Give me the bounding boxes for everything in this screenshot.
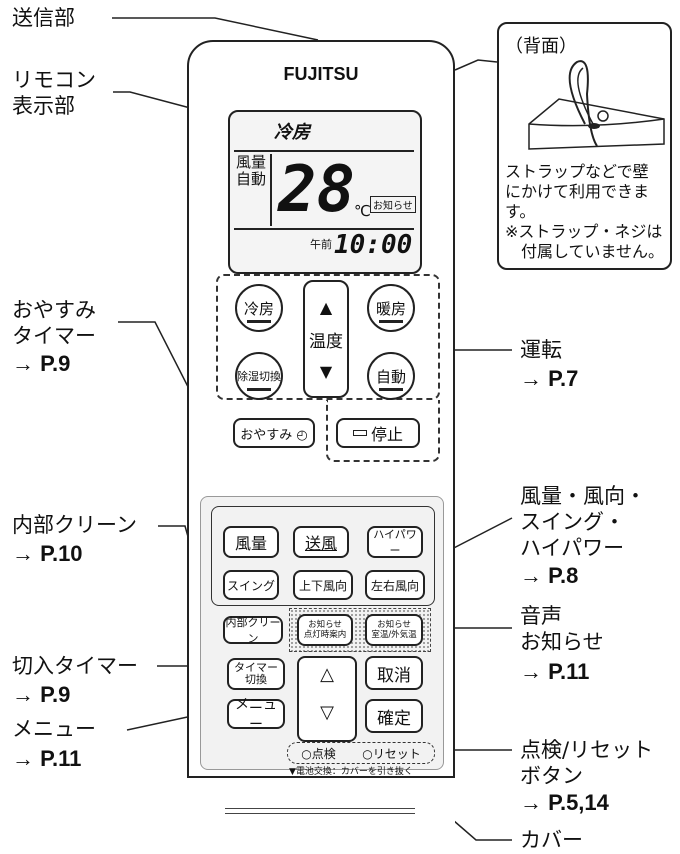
lcd-ampm: 午前: [310, 238, 332, 251]
label-check-reset: 点検/リセット ボタン: [520, 738, 654, 788]
temperature-control: ▲ 温度 ▼: [303, 280, 349, 398]
lcd-display: 冷房 風量 自動 28 ℃ お知らせ 午前 10:00: [228, 110, 422, 274]
swing-button[interactable]: スイング: [223, 570, 279, 600]
label-operation: 運転: [520, 338, 562, 362]
select-down-button[interactable]: ▽: [320, 702, 334, 723]
lcd-mode: 冷房: [274, 122, 310, 143]
ref-operation: → P.7: [520, 366, 579, 391]
stop-button[interactable]: 停止: [336, 418, 420, 448]
label-off-timer: 切入タイマー: [12, 654, 138, 678]
menu-button[interactable]: メニュー: [227, 697, 285, 733]
back-view-inset: （背面） ストラップなどで壁 にかけて利用できま す。 ※ストラップ・ネジは 付…: [497, 22, 672, 270]
inset-note: ※ストラップ・ネジは 付属していません。: [505, 222, 665, 261]
notice-temp-button[interactable]: お知らせ 室温/外気温: [365, 614, 423, 646]
label-fan-direction: 風量・風向・ スイング・ ハイパワー: [520, 484, 646, 560]
cover-grip: [225, 808, 415, 814]
temp-up-button[interactable]: ▲: [319, 297, 333, 317]
hipower-button[interactable]: ハイパワー: [367, 526, 423, 558]
sleep-timer-button[interactable]: おやすみ ◴: [233, 418, 315, 448]
ref-menu: → P.11: [12, 746, 82, 771]
label-voice-notice: 音声 お知らせ: [520, 604, 604, 654]
label-display: リモコン 表示部: [12, 68, 96, 118]
select-control: △ ▽: [297, 656, 357, 742]
check-button[interactable]: ○点検: [301, 746, 336, 761]
fan-speed-button[interactable]: 風量: [223, 526, 279, 558]
operation-group-outline: [216, 274, 440, 400]
label-inner-clean: 内部クリーン: [12, 513, 137, 537]
leftright-direction-button[interactable]: 左右風向: [365, 570, 425, 600]
battery-note: ▼電池交換：カバーを引き抜く: [289, 767, 413, 777]
strap-illustration: [528, 60, 665, 150]
reset-button[interactable]: ○リセット: [362, 746, 421, 761]
ref-voice-notice: → P.11: [520, 659, 590, 684]
ref-off-timer: → P.9: [12, 682, 71, 707]
inset-title: （背面）: [505, 36, 577, 57]
temp-down-button[interactable]: ▼: [319, 361, 333, 381]
label-cover: カバー: [520, 828, 583, 852]
brand-logo: FUJITSU: [283, 64, 359, 84]
temp-label: 温度: [309, 331, 343, 352]
fan-group-outline: [211, 506, 435, 606]
stop-group-outline: [326, 400, 440, 462]
label-menu: メニュー: [12, 717, 96, 741]
inner-clean-button[interactable]: 内部クリーン: [223, 616, 283, 645]
battery-cover[interactable]: [187, 776, 455, 832]
label-sleep-timer: おやすみ タイマー: [12, 298, 96, 348]
timer-switch-button[interactable]: タイマー 切換: [227, 658, 285, 690]
heat-button[interactable]: 暖房: [367, 284, 415, 332]
ref-inner-clean: → P.10: [12, 541, 83, 566]
ref-check-reset: → P.5,14: [520, 790, 609, 815]
cool-button[interactable]: 冷房: [235, 284, 283, 332]
lcd-notice-badge: お知らせ: [370, 196, 416, 213]
ref-sleep-timer: → P.9: [12, 351, 71, 376]
cancel-button[interactable]: 取消: [365, 656, 423, 690]
inset-caption: ストラップなどで壁 にかけて利用できま す。: [505, 162, 650, 221]
label-transmitter: 送信部: [12, 6, 75, 30]
ref-fan-direction: → P.8: [520, 563, 579, 588]
notice-light-button[interactable]: お知らせ 点灯時案内: [297, 614, 353, 646]
lcd-fan-auto: 風量 自動: [236, 153, 267, 188]
lcd-unit: ℃: [354, 202, 371, 220]
updown-direction-button[interactable]: 上下風向: [293, 570, 353, 600]
remote-control: FUJITSU 冷房 風量 自動 28 ℃ お知らせ 午前 10:00 冷房 暖…: [187, 40, 455, 832]
lcd-clock: 10:00: [334, 230, 413, 260]
confirm-button[interactable]: 確定: [365, 699, 423, 733]
select-up-button[interactable]: △: [320, 664, 334, 685]
dehumid-switch-button[interactable]: 除湿切換: [235, 352, 283, 400]
blow-button[interactable]: 送風: [293, 526, 349, 558]
check-reset-group: ○点検 ○リセット: [287, 742, 435, 764]
lcd-temperature: 28: [278, 153, 356, 227]
auto-button[interactable]: 自動: [367, 352, 415, 400]
